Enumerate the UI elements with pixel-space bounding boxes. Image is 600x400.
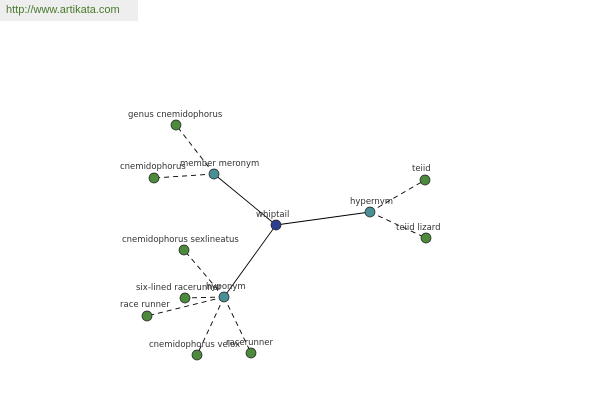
label-cnemidophorus-velox: cnemidophorus velox	[149, 340, 240, 350]
edge-hyponym-cnemidophorus-sexlineatus	[183, 249, 225, 298]
edge-hyponym-race-runner	[146, 296, 225, 317]
label-six-lined-racerunner: six-lined racerunner	[136, 283, 222, 293]
edge-member-meronym-cnemidophorus	[153, 173, 215, 179]
label-teiid: teiid	[412, 164, 431, 174]
node-race-runner[interactable]	[141, 310, 153, 322]
label-hyponym: hyponym	[206, 282, 246, 292]
graph-labels: member meronym hypernym hyponym genus cnemi…	[120, 110, 441, 350]
node-whiptail[interactable]	[270, 219, 282, 231]
node-teiid-lizard[interactable]	[420, 232, 432, 244]
node-member-meronym[interactable]	[208, 168, 220, 180]
label-whiptail: whiptail	[256, 210, 289, 220]
label-race-runner: race runner	[120, 300, 170, 310]
label-teiid-lizard: teiid lizard	[396, 223, 441, 233]
site-url-link[interactable]: http://www.artikata.com	[0, 0, 138, 21]
node-racerunner[interactable]	[245, 347, 257, 359]
label-racerunner: racerunner	[226, 338, 273, 348]
label-genus-cnemidophorus: genus cnemidophorus	[128, 110, 223, 120]
node-genus-cnemidophorus[interactable]	[170, 119, 182, 131]
node-cnemidophorus[interactable]	[148, 172, 160, 184]
edge-hypernym-teiid-lizard	[369, 211, 427, 239]
node-cnemidophorus-sexlineatus[interactable]	[178, 244, 190, 256]
label-hypernym: hypernym	[350, 197, 393, 207]
edge-member-meronym-genus-cnemidophorus	[175, 124, 215, 175]
edge-whiptail-member-meronym	[213, 173, 277, 226]
graph-edges	[146, 124, 427, 356]
node-hyponym[interactable]	[218, 291, 230, 303]
edge-hypernym-teiid	[369, 179, 426, 213]
edge-hyponym-cnemidophorus-velox	[196, 296, 225, 356]
graph-nodes	[141, 119, 432, 361]
node-teiid[interactable]	[419, 174, 431, 186]
edge-whiptail-hyponym	[223, 224, 277, 298]
label-cnemidophorus-sexlineatus: cnemidophorus sexlineatus	[122, 235, 239, 245]
node-hypernym[interactable]	[364, 206, 376, 218]
node-cnemidophorus-velox[interactable]	[191, 349, 203, 361]
label-member-meronym: member meronym	[180, 159, 259, 169]
edge-hyponym-six-lined-racerunner	[184, 296, 225, 299]
edge-hyponym-racerunner	[223, 296, 252, 354]
node-six-lined-racerunner[interactable]	[179, 292, 191, 304]
label-cnemidophorus: cnemidophorus	[120, 162, 186, 172]
edge-whiptail-hypernym	[275, 211, 371, 226]
